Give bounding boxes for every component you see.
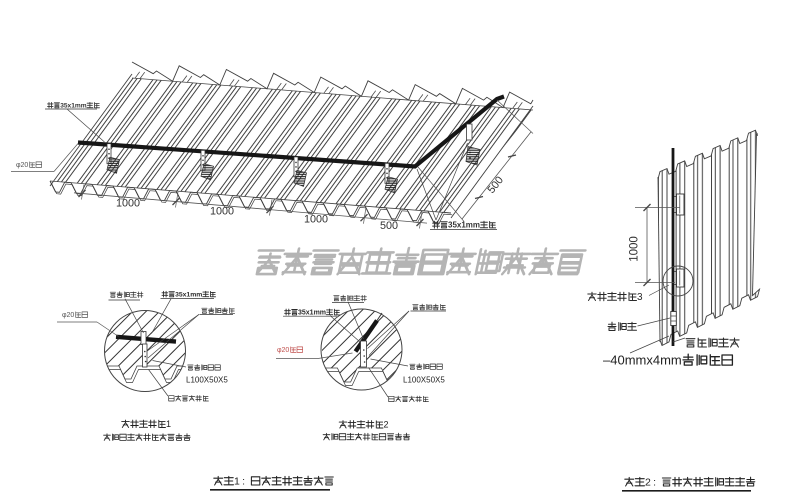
svg-text:35x1mm: 35x1mm <box>175 292 202 299</box>
svg-text:L100X50X5: L100X50X5 <box>186 376 228 385</box>
svg-text::: : <box>653 477 656 489</box>
svg-text:L100X50X5: L100X50X5 <box>403 376 445 385</box>
svg-text:35x1mm: 35x1mm <box>448 221 480 230</box>
svg-text:φ20: φ20 <box>277 347 289 354</box>
svg-text:1: 1 <box>166 419 171 429</box>
svg-text:35x1mm: 35x1mm <box>60 103 87 110</box>
svg-text:1000: 1000 <box>629 236 641 262</box>
svg-text:1000: 1000 <box>304 214 328 226</box>
svg-text:φ20: φ20 <box>16 162 28 169</box>
svg-text:500: 500 <box>380 220 398 232</box>
svg-text:2: 2 <box>645 477 651 489</box>
svg-text:1000: 1000 <box>116 198 140 210</box>
svg-text:35x1mm: 35x1mm <box>298 310 326 317</box>
svg-text:φ20: φ20 <box>62 312 74 319</box>
svg-text:3: 3 <box>637 292 643 303</box>
svg-text::: : <box>242 476 245 488</box>
svg-text:–40mmx4mm: –40mmx4mm <box>603 353 682 368</box>
svg-text:1000: 1000 <box>210 206 234 218</box>
svg-text:1: 1 <box>234 476 240 488</box>
svg-text:2: 2 <box>384 420 389 430</box>
